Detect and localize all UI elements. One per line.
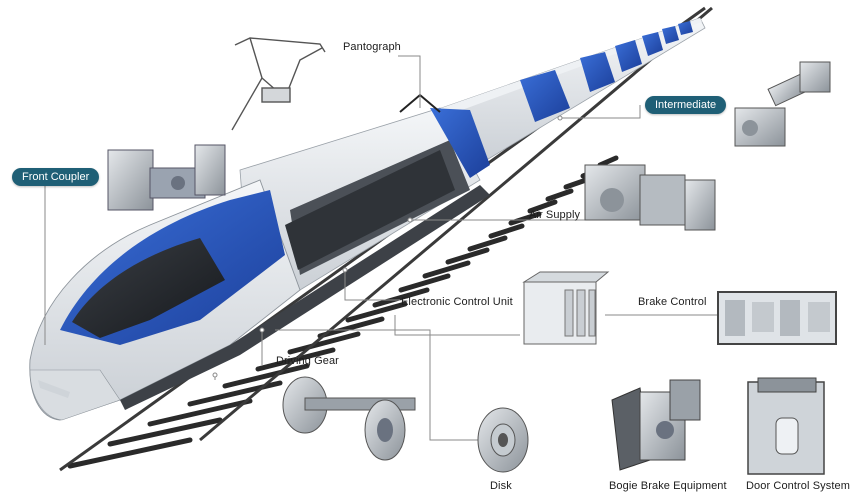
label-air-supply: Air Supply [529,209,581,221]
pantograph-image [231,37,326,131]
label-intermediate: Intermediate [645,96,727,114]
label-electronic-control-unit: Electronic Control Unit [401,296,513,308]
disk-image [477,407,529,473]
train-body [29,17,706,421]
label-disk: Disk [490,480,512,492]
bogie-brake-equipment-image [611,379,701,471]
label-driving-gear: Driving Gear [276,355,339,367]
door-control-system-image [747,377,825,475]
label-pantograph: Pantograph [343,41,401,53]
brake-control-image [717,291,837,345]
label-brake-control: Brake Control [638,296,707,308]
electronic-control-unit-image [522,271,610,345]
driving-gear-image [282,376,416,461]
air-supply-image [584,164,716,231]
leader-lines [44,55,718,441]
intermediate-coupler-image [734,61,831,147]
label-front-coupler: Front Coupler [12,168,100,186]
label-bogie-brake-equipment: Bogie Brake Equipment [609,480,727,492]
front-coupler-image [107,144,226,211]
label-door-control-system: Door Control System [746,480,850,492]
